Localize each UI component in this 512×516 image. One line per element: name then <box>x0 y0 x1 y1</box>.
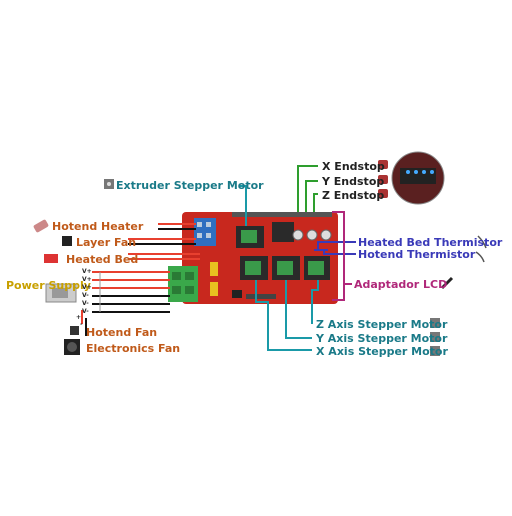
lcd-bracket-line <box>332 211 345 301</box>
terminal-screw <box>185 286 194 294</box>
endstop-wires <box>297 165 318 212</box>
psu-terminal-label: V- <box>82 292 89 299</box>
psu-terminal-label: V+ <box>82 276 92 283</box>
extruder-driver <box>241 230 257 243</box>
z-driver <box>308 261 324 275</box>
stepper-motor-icons <box>104 179 440 356</box>
stepper-motor-icon <box>430 332 440 342</box>
psu-terminal-label: V- <box>82 300 89 307</box>
heated-bed-label: Heated Bed <box>66 253 139 266</box>
x-axis-stepper-motor-label: X Axis Stepper Motor <box>316 345 448 358</box>
z-endstop-label: Z Endstop <box>322 189 385 202</box>
power-output-wires <box>128 223 200 260</box>
fan-hub <box>67 342 77 352</box>
stepper-motor-icon <box>430 318 440 328</box>
hotend-thermistor-icon <box>475 251 485 263</box>
x-stepper-wire <box>255 280 312 351</box>
psu-icon <box>45 283 77 303</box>
layer-fan-icon <box>62 236 72 246</box>
x-endstop-label: X Endstop <box>322 160 385 173</box>
heated-bed-icon <box>44 254 58 263</box>
capacitor <box>292 229 304 241</box>
board-header <box>246 294 276 299</box>
heated-bed-thermistor-label: Heated Bed Thermistor <box>358 236 503 249</box>
terminal-screw <box>206 233 211 238</box>
endstop-icons <box>378 160 388 198</box>
bed-thermistor-icon <box>477 235 487 249</box>
capacitor <box>306 229 318 241</box>
y-endstop-label: Y Endstop <box>322 175 385 188</box>
psu-terminal-label: V- <box>82 308 89 315</box>
endstop-switch-icon <box>378 175 388 184</box>
extruder-stepper-wire <box>240 185 247 226</box>
x-driver <box>245 261 261 275</box>
pin <box>430 170 434 174</box>
psu-terminal-label: V+ <box>82 268 92 275</box>
hotend-fan-icon <box>70 326 79 335</box>
terminal-screw <box>185 272 194 280</box>
terminal-screw <box>197 222 202 227</box>
terminal-screw <box>197 233 202 238</box>
terminal-screw <box>172 286 181 294</box>
psu-vent <box>52 288 68 298</box>
pin <box>406 170 410 174</box>
x-endstop-wire <box>297 165 318 212</box>
aux-driver-slot <box>272 222 294 242</box>
endstop-switch-icon <box>378 189 388 198</box>
pin <box>414 170 418 174</box>
terminal-screw <box>206 222 211 227</box>
endstop-inset <box>391 151 445 205</box>
psu-wires <box>92 271 170 313</box>
y-endstop-wire <box>305 180 318 212</box>
fan-terminal-label: - <box>80 321 83 328</box>
endstop-switch-icon <box>378 160 388 169</box>
fuse <box>210 282 218 296</box>
fan-terminal-label: + <box>76 314 82 321</box>
layer-fan-label: Layer Fan <box>76 236 137 249</box>
terminal-screw <box>172 272 181 280</box>
psu-terminal-label: V+ <box>82 284 92 291</box>
extruder-stepper-motor-label: Extruder Stepper Motor <box>116 179 264 192</box>
hotend-heater-label: Hotend Heater <box>52 220 144 233</box>
heater-cartridge-icon <box>33 219 49 233</box>
ramps-board <box>168 212 338 304</box>
component-icons <box>33 219 80 355</box>
power-input-terminal <box>168 266 198 302</box>
stepper-motor-icon <box>430 346 440 356</box>
lcd-icon <box>440 276 454 290</box>
hotend-thermistor-wire <box>323 250 356 255</box>
axis-stepper-wires <box>255 280 319 351</box>
z-axis-stepper-motor-label: Z Axis Stepper Motor <box>316 318 448 331</box>
y-axis-stepper-motor-label: Y Axis Stepper Motor <box>316 332 448 345</box>
hotend-fan-label: Hotend Fan <box>86 326 158 339</box>
y-stepper-wire <box>285 280 312 339</box>
y-driver <box>277 261 293 275</box>
board-header-strip <box>232 212 332 217</box>
pin <box>422 170 426 174</box>
z-endstop-wire <box>313 193 318 212</box>
fuse <box>210 262 218 276</box>
hotend-thermistor-label: Hotend Thermistor <box>358 248 476 261</box>
power-supply-label: Power Supply <box>6 279 91 292</box>
fan-wires <box>81 310 87 336</box>
lcd-bracket <box>332 211 352 301</box>
capacitor <box>320 229 332 241</box>
adaptador-lcd-label: Adaptador LCD <box>354 278 448 291</box>
board-component <box>232 290 242 298</box>
endstop-header-photo <box>400 168 436 184</box>
motor-shaft <box>107 182 111 186</box>
electronics-fan-label: Electronics Fan <box>86 342 181 355</box>
z-stepper-wire <box>311 280 319 324</box>
